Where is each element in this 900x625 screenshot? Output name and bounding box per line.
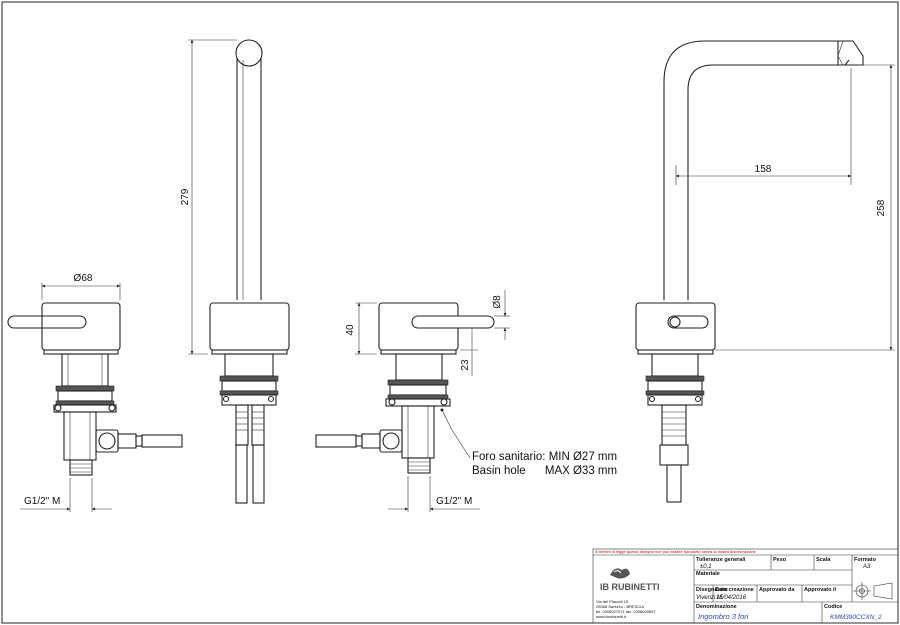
dim-thread-left: G1/2" M: [20, 478, 112, 512]
dim-spout-height: 279: [180, 39, 237, 355]
dim-spout-reach-text: 158: [755, 164, 772, 175]
tb-materiale-label: Materiale: [696, 571, 720, 577]
address-line2: 25068 Sarezzo - BRESCIA: [596, 604, 644, 609]
tb-codice-label: Codice: [824, 604, 842, 610]
tb-codice-value: KMM390CCXN_2: [830, 614, 882, 621]
spout-base: [209, 302, 290, 351]
tb-denominazione-label: Denominazione: [696, 604, 737, 610]
dim-left-diameter-text: Ø68: [74, 273, 93, 284]
dim-thread-right: G1/2" M: [388, 476, 480, 512]
dim-spout-height-text: 279: [180, 188, 191, 205]
tb-formato-value: A3: [862, 564, 871, 570]
address-line1: Via dei Pianotti 15: [596, 599, 629, 604]
basin-hole-line1: Foro sanitario: MIN Ø27 mm: [472, 451, 617, 463]
right-mixer-view: [315, 302, 495, 474]
dim-hole-diameter-text: Ø8: [492, 295, 503, 309]
dim-thread-left-text: G1/2" M: [24, 496, 60, 507]
tb-data-label: Data creazione: [715, 587, 754, 593]
tb-warning: A termini di legge questo disegno non pu…: [595, 549, 757, 554]
address-line3: tel. 0308027071 fax. 0308000897: [596, 609, 656, 614]
dim-lever-height-text: 40: [345, 324, 356, 336]
dim-lever-height: 40: [345, 302, 377, 355]
tb-scala-label: Scala: [816, 557, 831, 563]
dim-right-height: 258: [715, 64, 895, 351]
tb-formato-label: Formato: [854, 557, 877, 563]
tb-data-value: 15/04/2016: [716, 595, 747, 601]
company-name: IB RUBINETTI: [600, 582, 660, 592]
left-mixer-view: [7, 302, 183, 476]
dim-below-height: 23: [460, 328, 478, 376]
dim-hole-diameter: Ø8: [492, 290, 510, 340]
spout-tube: [236, 55, 262, 300]
projection-symbol: [853, 582, 893, 600]
tb-tolleranze-label: Tolleranze generali: [696, 557, 746, 563]
right-spout-view: [635, 40, 864, 503]
spout-l-tube: [663, 40, 838, 300]
dim-left-diameter: Ø68: [41, 273, 121, 300]
address-line4: www.ibrubinetti.it: [596, 614, 627, 619]
tb-disegnatore-value: Vivenzi M.: [696, 595, 724, 601]
dim-below-height-text: 23: [460, 359, 471, 371]
dim-thread-right-text: G1/2" M: [436, 496, 472, 507]
tb-disegnatore-label: Disegnatore: [696, 587, 728, 593]
dim-spout-reach: 158: [675, 68, 852, 185]
company-logo: [610, 568, 630, 579]
tb-peso-label: Peso: [773, 557, 787, 563]
tb-approvato-da-label: Approvato da: [759, 587, 795, 593]
tb-denominazione-value: Ingombro 3 fori: [698, 612, 749, 621]
basin-hole-line2: Basin hole MAX Ø33 mm: [472, 465, 617, 477]
basin-hole-note: Foro sanitario: MIN Ø27 mm Basin hole MA…: [440, 408, 617, 477]
right-lever: [411, 315, 495, 329]
left-lever: [7, 315, 87, 329]
title-block: A termini di legge questo disegno non pu…: [592, 548, 899, 624]
tb-approvato-il-label: Approvato il: [804, 587, 837, 593]
tb-tolleranze-value: ±0,1: [700, 564, 712, 570]
dim-right-height-text: 258: [876, 199, 887, 216]
center-spout-view: [209, 39, 290, 504]
